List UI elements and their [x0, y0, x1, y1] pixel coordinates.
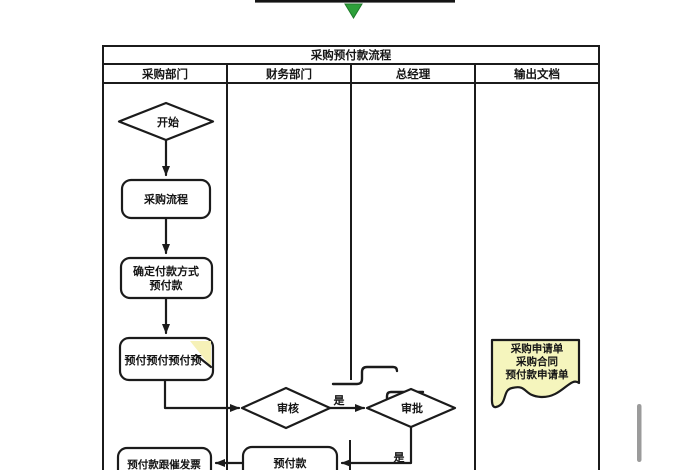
approve-diamond [365, 387, 457, 429]
payment-method-label-line1: 确定付款方式 [133, 264, 199, 278]
purchase-process-node: 采购流程 [120, 178, 212, 220]
approve-yes-label: 是 [393, 451, 406, 464]
prepay-note-box [118, 336, 215, 382]
output-doc-line2: 采购合同 [515, 355, 558, 368]
start-node: 开始 [117, 101, 215, 142]
output-document-node: 采购申请单 采购合同 预付款申请单 [490, 338, 581, 409]
prepay-note-label: 预付预付预付预 [125, 353, 202, 367]
green-down-arrow-icon [344, 3, 363, 19]
stray-step-line-lower [385, 390, 425, 401]
review-label: 审核 [277, 401, 299, 415]
top-cropped-bar [255, 0, 455, 3]
flowchart-title: 采购预付款流程 [310, 48, 392, 62]
connector-prepay-to-review [163, 379, 241, 412]
prepayment-label: 预付款 [274, 456, 308, 470]
review-yes-label: 是 [333, 394, 346, 407]
output-doc-line3: 预付款申请单 [506, 368, 569, 381]
start-label: 开始 [157, 115, 179, 129]
output-document-shape [490, 338, 581, 409]
stray-step-line-upper [331, 365, 399, 386]
purchase-process-label: 采购流程 [143, 192, 188, 206]
invoice-chase-node: 预付款跟催发票 [116, 446, 213, 470]
payment-method-node: 确定付款方式 预付款 [119, 256, 214, 300]
lane-header-finance: 财务部门 [265, 67, 312, 81]
lane-header-output-docs: 输出文档 [514, 67, 560, 81]
approve-node: 审批 [365, 387, 457, 429]
approve-label: 审批 [401, 401, 423, 415]
payment-method-box [119, 256, 214, 300]
prepay-note-node: 预付预付预付预 [118, 336, 215, 382]
lane-header-general-manager: 总经理 [396, 67, 431, 81]
lane-header-purchasing: 采购部门 [141, 67, 188, 81]
connector-approve-to-prepayment [340, 425, 413, 467]
swimlane-table: 采购预付款流程 采购部门 财务部门 总经理 输出文档 [102, 45, 600, 470]
prepay-note-dogear [190, 341, 211, 367]
scrollbar-thumb[interactable] [637, 404, 642, 462]
invoice-chase-label: 预付款跟催发票 [127, 458, 201, 470]
review-node: 审核 [240, 386, 332, 430]
invoice-chase-box [116, 446, 213, 470]
output-doc-line1: 采购申请单 [510, 342, 564, 355]
prepay-note-fold-line [194, 353, 213, 369]
payment-method-label-line2: 预付款 [150, 278, 184, 292]
prepayment-node: 预付款 [241, 445, 339, 470]
